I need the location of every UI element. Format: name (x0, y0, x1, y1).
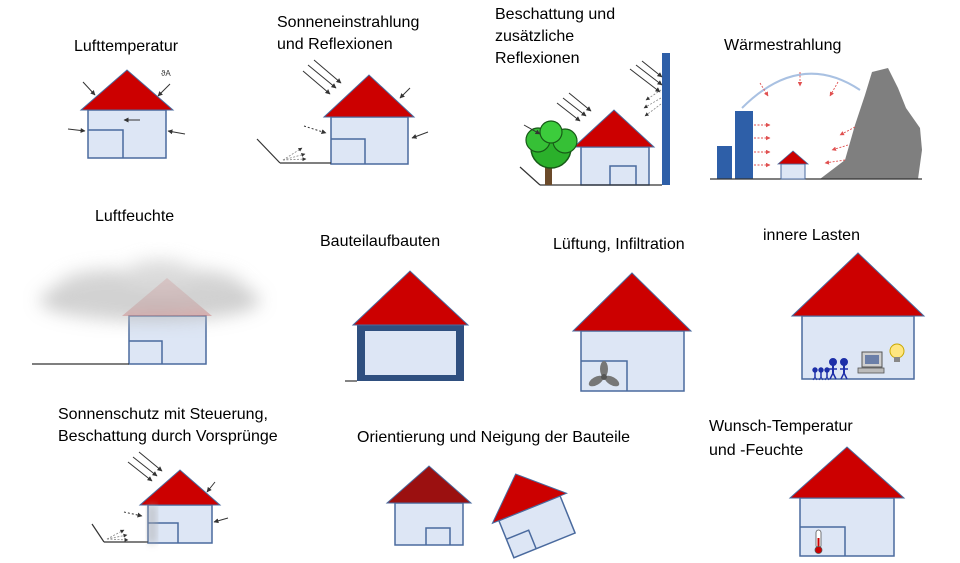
label-waermestrahlung: Wärmestrahlung (724, 37, 842, 54)
label-orientierung: Orientierung und Neigung der Bauteile (357, 429, 631, 446)
house-orientierung-upright (385, 465, 473, 546)
house-innere-lasten (790, 252, 926, 380)
label-beschattung-2: zusätzliche (495, 28, 575, 45)
label-innere-lasten: innere Lasten (763, 227, 860, 244)
reflection-arrows-icon (643, 89, 662, 117)
mountain (820, 68, 922, 179)
computer-icon (857, 351, 885, 374)
label-sonnenschutz-2: Beschattung durch Vorsprünge (58, 428, 278, 445)
thermometer-icon (814, 529, 823, 554)
label-sonneneinstrahlung-1: Sonneneinstrahlung (277, 14, 420, 31)
label-sonnenschutz-1: Sonnenschutz mit Steuerung, (58, 406, 268, 423)
sun-rays-icon (302, 59, 429, 139)
house-lufttemperatur (79, 69, 175, 159)
tall-building (662, 53, 670, 185)
building-tall (735, 111, 753, 179)
arrow-icon (67, 81, 186, 135)
house-wunsch-temperatur (788, 446, 906, 557)
person-icon (812, 358, 848, 381)
house-sonnenschutz (91, 469, 222, 544)
label-bauteilaufbauten: Bauteilaufbauten (320, 233, 441, 250)
label-luftfeuchte: Luftfeuchte (95, 208, 175, 225)
tree-icon (525, 120, 578, 185)
reflection-arrows-icon (282, 147, 307, 162)
label-lufttemperatur: Lufttemperatur (74, 38, 179, 55)
house-sonneneinstrahlung (256, 74, 416, 165)
scene-waermestrahlung (710, 68, 922, 180)
label-lueftung: Lüftung, Infiltration (553, 236, 685, 253)
cloud-icon (40, 260, 260, 320)
sun-rays-icon (523, 60, 663, 135)
reflection-arrows-icon (106, 529, 129, 542)
house-beschattung (519, 53, 670, 186)
heat-radiation-arrows (754, 72, 856, 168)
fan-icon (588, 361, 620, 387)
lightbulb-icon (889, 343, 905, 362)
house-lueftung (571, 272, 693, 392)
label-wunsch-2: und -Feuchte (709, 442, 804, 459)
label-beschattung-1: Beschattung und (495, 6, 616, 23)
house-orientierung-tilted (491, 473, 577, 559)
theta-symbol: ϑA (161, 69, 171, 78)
label-sonneneinstrahlung-2: und Reflexionen (277, 36, 393, 53)
sun-rays-icon (123, 451, 229, 524)
label-wunsch-1: Wunsch-Temperatur (709, 418, 853, 435)
label-beschattung-3: Reflexionen (495, 50, 580, 67)
building-small (717, 146, 732, 179)
house-bauteilaufbauten (345, 270, 470, 382)
